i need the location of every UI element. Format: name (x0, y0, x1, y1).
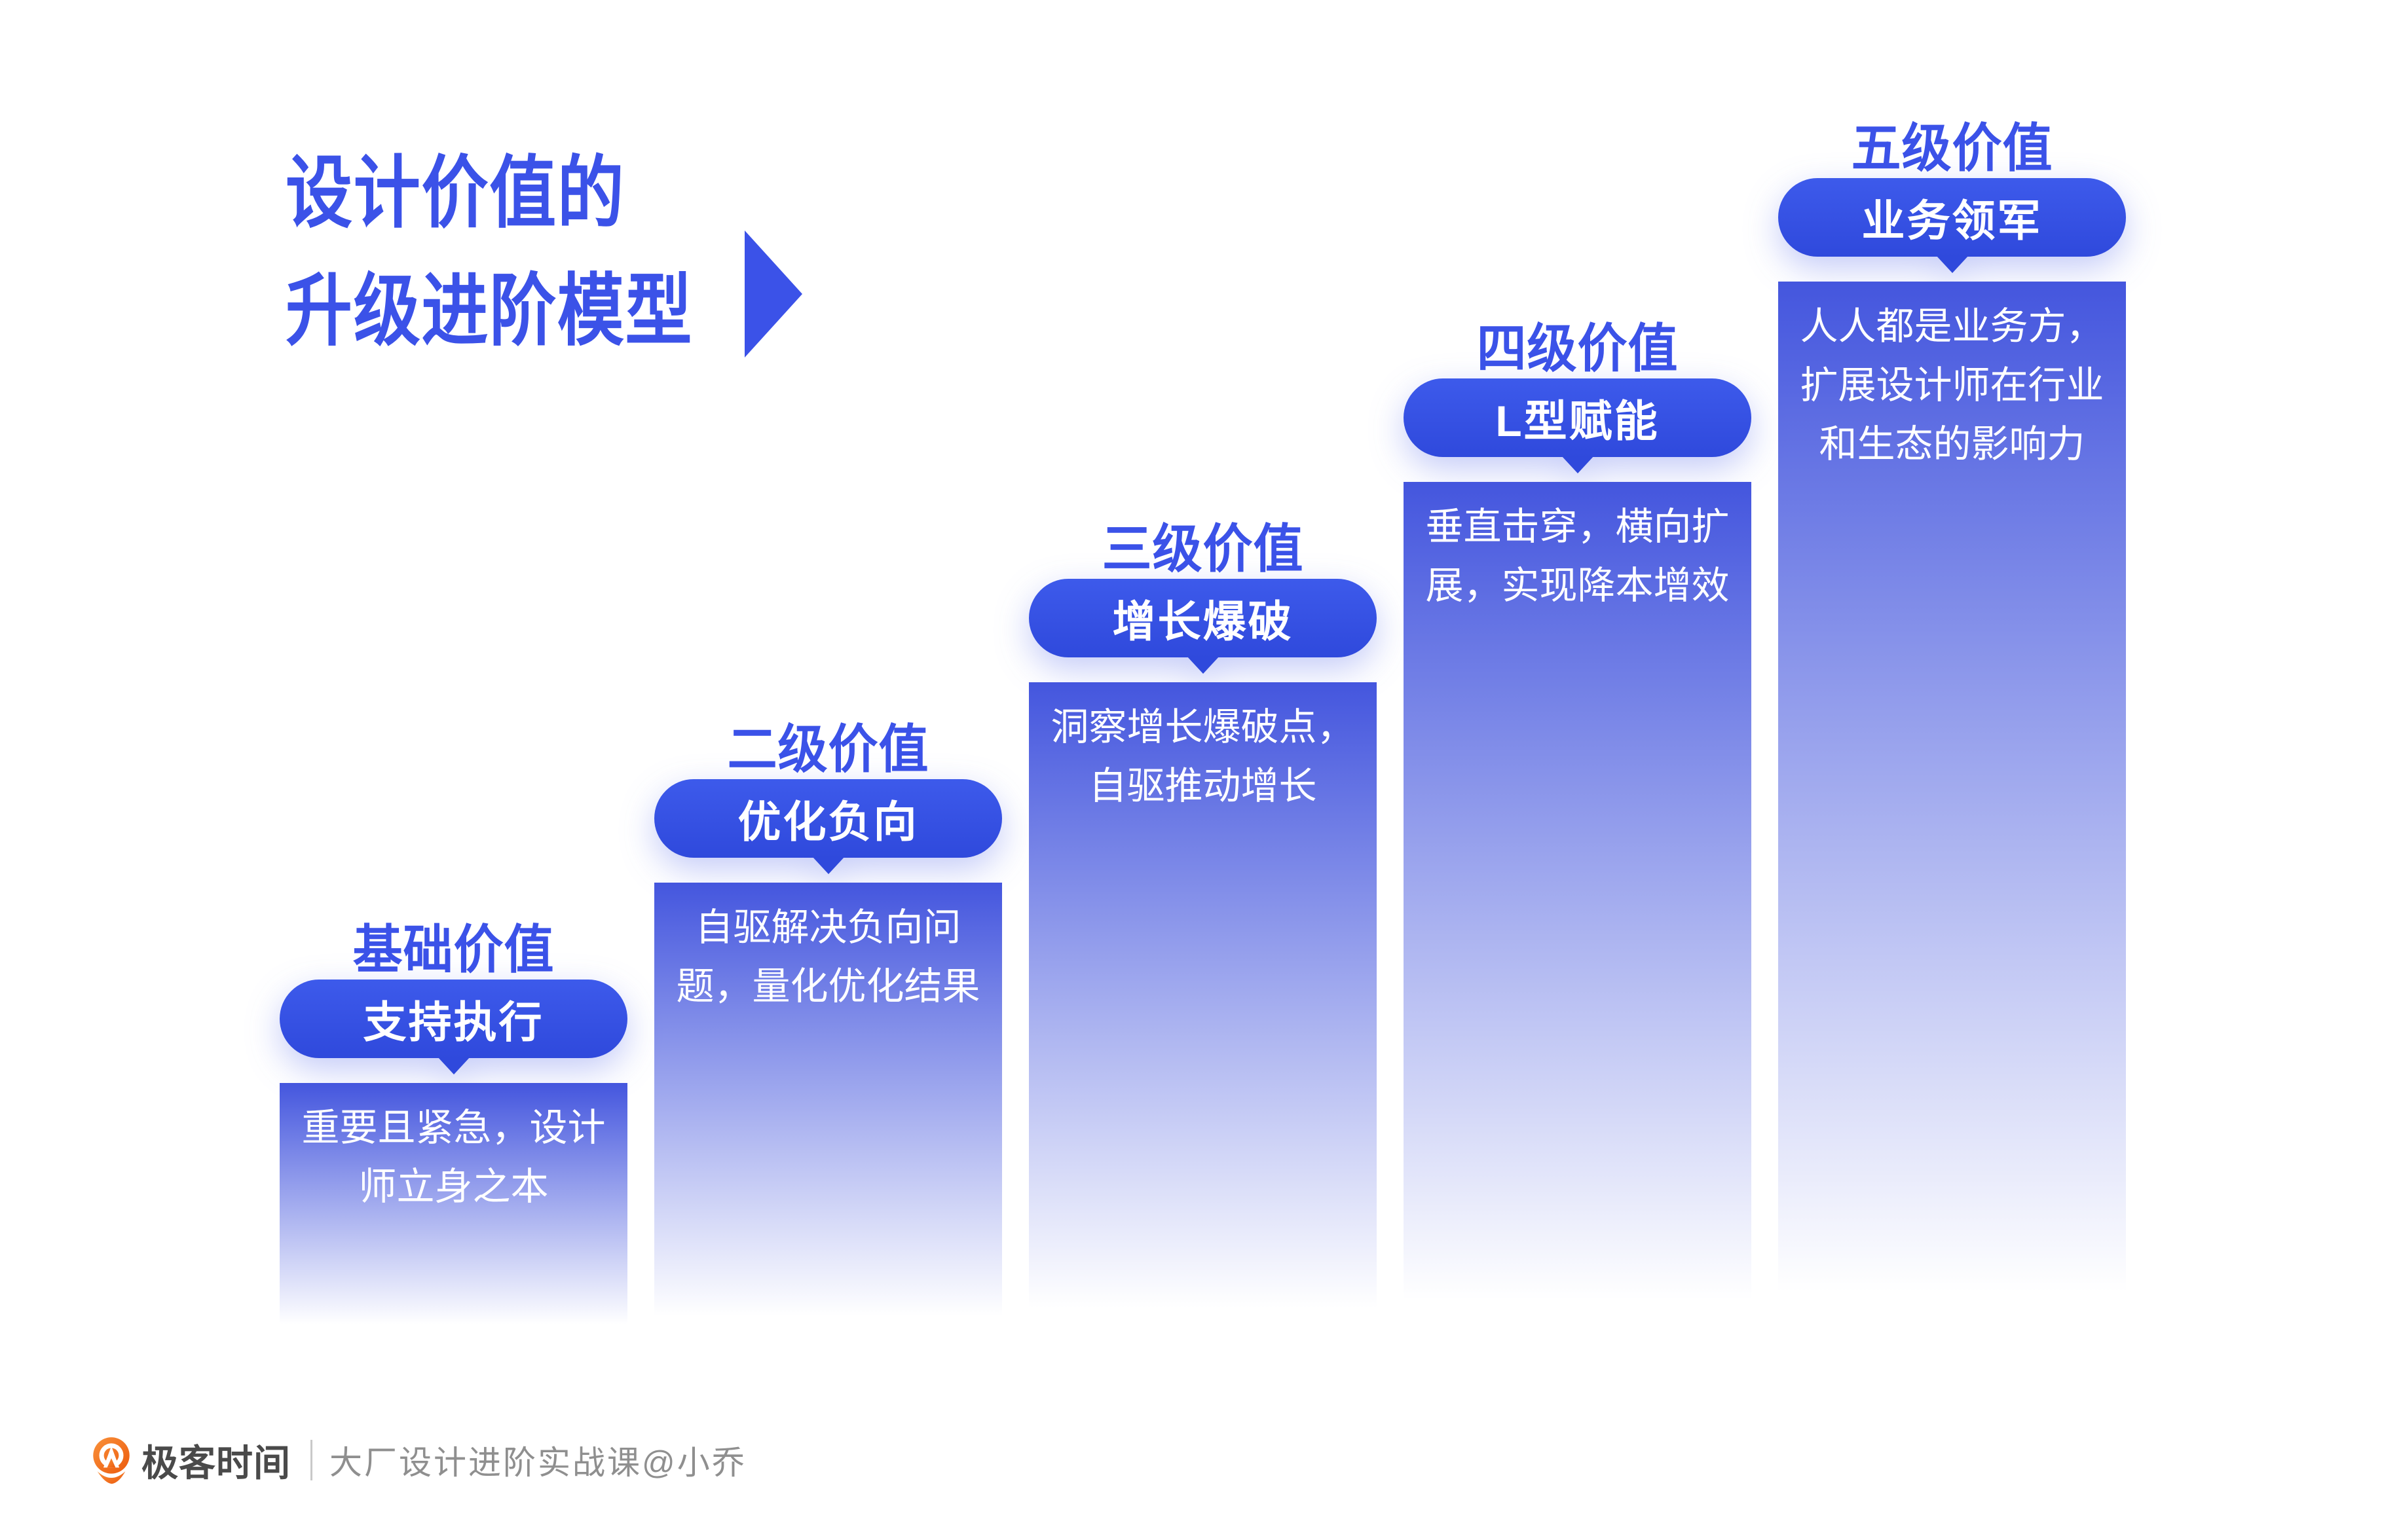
level-3-pill: 增长爆破 (1029, 579, 1377, 677)
brand-name: 极客时间 (141, 1442, 291, 1484)
level-5-pill-label: 业务领军 (1778, 178, 2126, 257)
level-2-pill-label: 优化负向 (654, 779, 1002, 858)
geektime-logo-icon (93, 1437, 130, 1484)
pill-tail-icon (811, 856, 845, 874)
level-4-header: 四级价值 (1476, 320, 1679, 378)
level-2-pill: 优化负向 (654, 779, 1002, 877)
level-3-header: 三级价值 (1102, 520, 1304, 578)
level-2-header: 二级价值 (727, 720, 929, 779)
pill-tail-icon (1186, 656, 1219, 674)
page-title: 设计价值的 升级进阶模型 (286, 134, 693, 370)
footer-divider (310, 1440, 312, 1480)
level-1-header: 基础价值 (352, 921, 555, 979)
level-4-bar: 垂直击穿，横向扩 展，实现降本增效 (1404, 482, 1751, 1334)
level-5-header: 五级价值 (1851, 119, 2053, 177)
level-3-pill-label: 增长爆破 (1029, 579, 1377, 657)
pill-tail-icon (437, 1057, 470, 1074)
play-triangle-icon (745, 230, 802, 358)
level-1-pill: 支持执行 (280, 980, 627, 1078)
level-1-pill-label: 支持执行 (280, 980, 627, 1058)
page-title-line2: 升级进阶模型 (286, 267, 694, 355)
pill-tail-icon (1935, 255, 1969, 273)
level-4-pill-label: L型赋能 (1404, 378, 1751, 457)
level-5-bar: 人人都是业务方， 扩展设计师在行业 和生态的影响力 (1778, 282, 2126, 1334)
page-title-line1: 设计价值的 (286, 149, 625, 237)
pill-tail-icon (1561, 456, 1594, 473)
level-1-bar: 重要且紧急，设计 师立身之本 (280, 1083, 627, 1334)
level-3-bar: 洞察增长爆破点， 自驱推动增长 (1029, 682, 1377, 1334)
footer: 极客时间 大厂设计进阶实战课@小乔 (90, 1435, 747, 1485)
level-5-pill: 业务领军 (1778, 178, 2126, 276)
course-name: 大厂设计进阶实战课@小乔 (329, 1444, 747, 1481)
level-2-bar: 自驱解决负向问 题，量化优化结果 (654, 883, 1002, 1334)
level-4-pill: L型赋能 (1404, 378, 1751, 477)
